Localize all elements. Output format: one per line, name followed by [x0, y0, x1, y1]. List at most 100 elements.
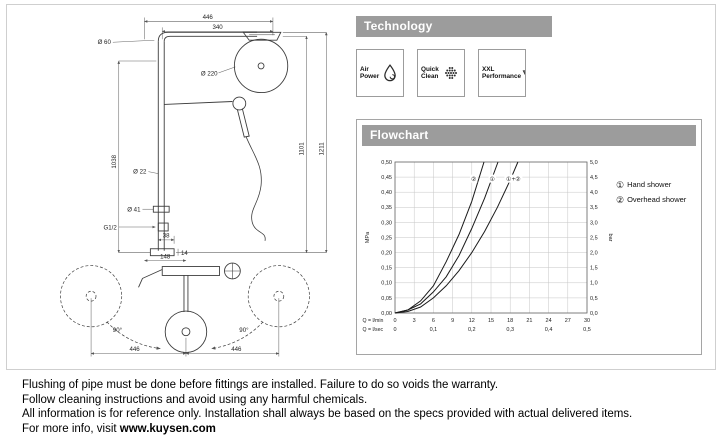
dimension-labels: 446 340 Ø 60 Ø 220 1038 1101 1211 Ø 22 Ø…: [98, 14, 326, 353]
dim-top-width: 446: [203, 14, 214, 21]
wall-bracket: [149, 248, 175, 257]
x-tick-lsec: 0,2: [468, 327, 476, 333]
y-tick-bar: 2,5: [590, 235, 598, 241]
dim-swivel-right: 446: [231, 346, 242, 353]
y-tick-bar: 1,5: [590, 266, 598, 272]
dim-angle-left: 90°: [113, 327, 123, 334]
y-axis-label-bar: bar: [607, 234, 613, 242]
footer-notes: Flushing of pipe must be done before fit…: [22, 378, 632, 436]
x-tick-lsec: 0: [393, 327, 396, 333]
flowchart-legend: ① Hand shower ② Overhead shower: [614, 156, 686, 338]
y-tick-mpa: 0,05: [381, 296, 392, 302]
dim-swivel-left: 446: [129, 346, 140, 353]
technology-section: Technology Air Power Quick Clean: [356, 16, 702, 97]
y-tick-bar: 4,5: [590, 175, 598, 181]
feature-label-line: Air: [360, 65, 369, 73]
dim-offset-148: 148: [160, 254, 171, 261]
dimension-lines: [90, 17, 328, 357]
y-tick-mpa: 0,15: [381, 266, 392, 272]
overhead-shower-face: [233, 38, 289, 94]
dim-pipe-diameter: Ø 22: [133, 169, 147, 176]
right-column: Technology Air Power Quick Clean: [356, 16, 702, 355]
footer-line-reference: All information is for reference only. I…: [22, 408, 633, 420]
x-tick-lsec: 0,1: [430, 327, 438, 333]
y-tick-mpa: 0,30: [381, 220, 392, 226]
feature-label-line: Power: [360, 73, 380, 80]
x-tick-lmin: 3: [413, 318, 416, 324]
hand-shower-holder: [164, 101, 233, 105]
y-tick-bar: 5,0: [590, 160, 598, 166]
swivel-range: [60, 265, 310, 350]
footer-website: www.kuysen.com: [119, 422, 216, 435]
feature-quick-clean-label: Quick Clean: [421, 66, 439, 81]
x-tick-lsec: 0,4: [545, 327, 553, 333]
technology-header: Technology: [356, 16, 552, 37]
plot-frame: [394, 161, 588, 314]
hand-shower-head: [232, 96, 247, 111]
curve-hand-shower: [394, 161, 499, 314]
shower-drawing-svg: 446 340 Ø 60 Ø 220 1038 1101 1211 Ø 22 Ø…: [60, 14, 328, 357]
curve-label-overhead-shower: ②: [471, 176, 477, 183]
x-tick-lmin: 21: [526, 318, 532, 324]
legend-label: Hand shower: [627, 180, 672, 189]
y-tick-bar: 3,5: [590, 205, 598, 211]
xxl-performance-showerhead-icon: [522, 70, 525, 75]
x-tick-lmin: 30: [584, 318, 590, 324]
x-tick-lsec: 0,3: [506, 327, 514, 333]
dim-offset-14: 14: [181, 250, 188, 257]
y-tick-mpa: 0,45: [381, 175, 392, 181]
overhead-shower-side-view: [242, 31, 282, 41]
shower-front-view: [149, 31, 289, 257]
legend-label: Overhead shower: [627, 195, 687, 204]
dim-arm-length: 340: [212, 24, 223, 31]
technology-title: Technology: [364, 19, 433, 33]
feature-label-line: Clean: [421, 73, 439, 80]
shower-hose: [245, 136, 266, 241]
y-tick-bar: 2,0: [590, 251, 598, 257]
dim-offset-38: 38: [163, 232, 170, 239]
legend-marker: ①: [616, 180, 625, 190]
quick-clean-dots-icon: [445, 67, 457, 79]
x-tick-lsec: 0,5: [583, 327, 591, 333]
hand-shower-handle: [236, 108, 250, 138]
overhead-shower-top-view: [164, 310, 208, 353]
curve-label-hand-shower: ①: [489, 176, 495, 183]
x-tick-lmin: 12: [469, 318, 475, 324]
legend-item-overhead-shower: ② Overhead shower: [616, 195, 686, 205]
x-tick-lmin: 27: [565, 318, 571, 324]
curve-label-bg: [504, 174, 523, 183]
feature-label-line: Quick: [421, 65, 439, 73]
dim-top-diameter: Ø 60: [98, 39, 112, 46]
dim-height-hand: 1101: [299, 142, 306, 156]
x-axis-label-lmin: Q = l/min: [363, 318, 384, 324]
wall-supply: [157, 222, 169, 232]
y-axis-label-mpa: MPa: [365, 231, 371, 243]
feature-label-line: Performance: [482, 73, 522, 80]
technical-drawing: 446 340 Ø 60 Ø 220 1038 1101 1211 Ø 22 Ø…: [14, 5, 350, 367]
x-tick-lmin: 15: [488, 318, 494, 324]
y-tick-bar: 4,0: [590, 190, 598, 196]
x-tick-lmin: 9: [451, 318, 454, 324]
feature-label-line: XXL: [482, 65, 495, 73]
flowchart-header: Flowchart: [362, 125, 696, 146]
footer-line-more-info: For more info, visit www.kuysen.com: [22, 422, 632, 437]
x-tick-lmin: 24: [546, 318, 552, 324]
flowchart-title: Flowchart: [370, 128, 429, 142]
y-tick-mpa: 0,25: [381, 235, 392, 241]
y-tick-mpa: 0,10: [381, 281, 392, 287]
y-tick-bar: 0,5: [590, 296, 598, 302]
spout: [138, 269, 163, 288]
dim-connection-thread: G1/2: [104, 224, 118, 231]
curve-combined: [394, 161, 519, 314]
legend-item-hand-shower: ① Hand shower: [616, 180, 686, 190]
y-tick-mpa: 0,20: [381, 251, 392, 257]
feature-air-power: Air Power: [356, 49, 404, 97]
y-tick-bar: 3,0: [590, 220, 598, 226]
mixer-body: [161, 266, 220, 276]
feature-xxl-performance: XXL Performance: [478, 49, 526, 97]
x-tick-lmin: 0: [393, 318, 396, 324]
y-tick-mpa: 0,35: [381, 205, 392, 211]
